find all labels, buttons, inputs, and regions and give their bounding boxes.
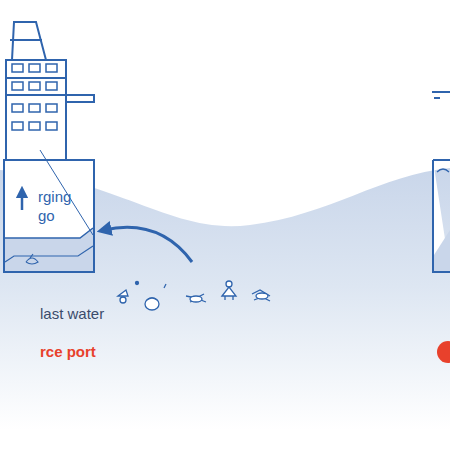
window [29,82,40,90]
window [12,104,23,112]
window [46,104,57,112]
window [46,122,57,130]
hull-text: rging [38,189,71,206]
window [29,64,40,72]
window [12,82,23,90]
ship-right [432,92,450,272]
window [46,64,57,72]
intake-arrow [104,227,192,262]
step-marker [437,341,450,363]
window [46,82,57,90]
window [29,122,40,130]
window [12,64,23,72]
hull-text: go [38,208,55,225]
caption-text: last water [40,306,104,323]
ship-left [4,22,94,272]
organisms [118,281,270,310]
port-label: rce port [40,344,96,361]
window [12,122,23,130]
window [29,104,40,112]
